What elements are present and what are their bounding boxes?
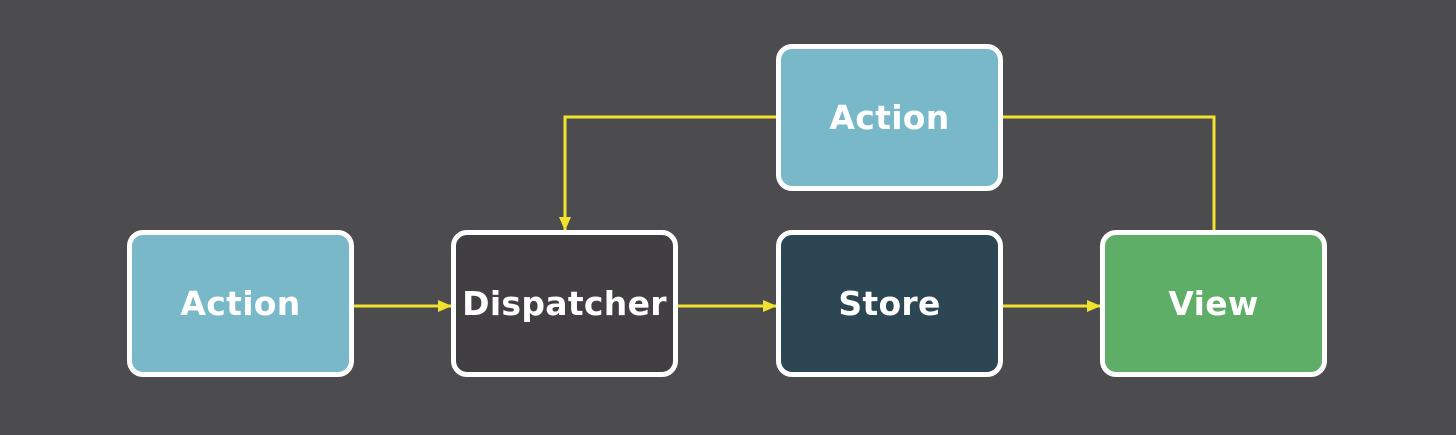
arrow-top-action-to-dispatcher (559, 115, 776, 231)
action-node: Action (127, 230, 354, 377)
store-node: Store (776, 230, 1003, 377)
view-node-label: View (1168, 284, 1259, 323)
store-node-label: Store (838, 284, 941, 323)
dispatcher-node-label: Dispatcher (462, 284, 667, 323)
view-node: View (1100, 230, 1327, 377)
feedback-action-node: Action (776, 44, 1003, 191)
dispatcher-node: Dispatcher (451, 230, 678, 377)
action-node-label: Action (180, 284, 301, 323)
connector-view-to-top-action (1003, 115, 1216, 230)
feedback-action-node-label: Action (829, 98, 950, 137)
